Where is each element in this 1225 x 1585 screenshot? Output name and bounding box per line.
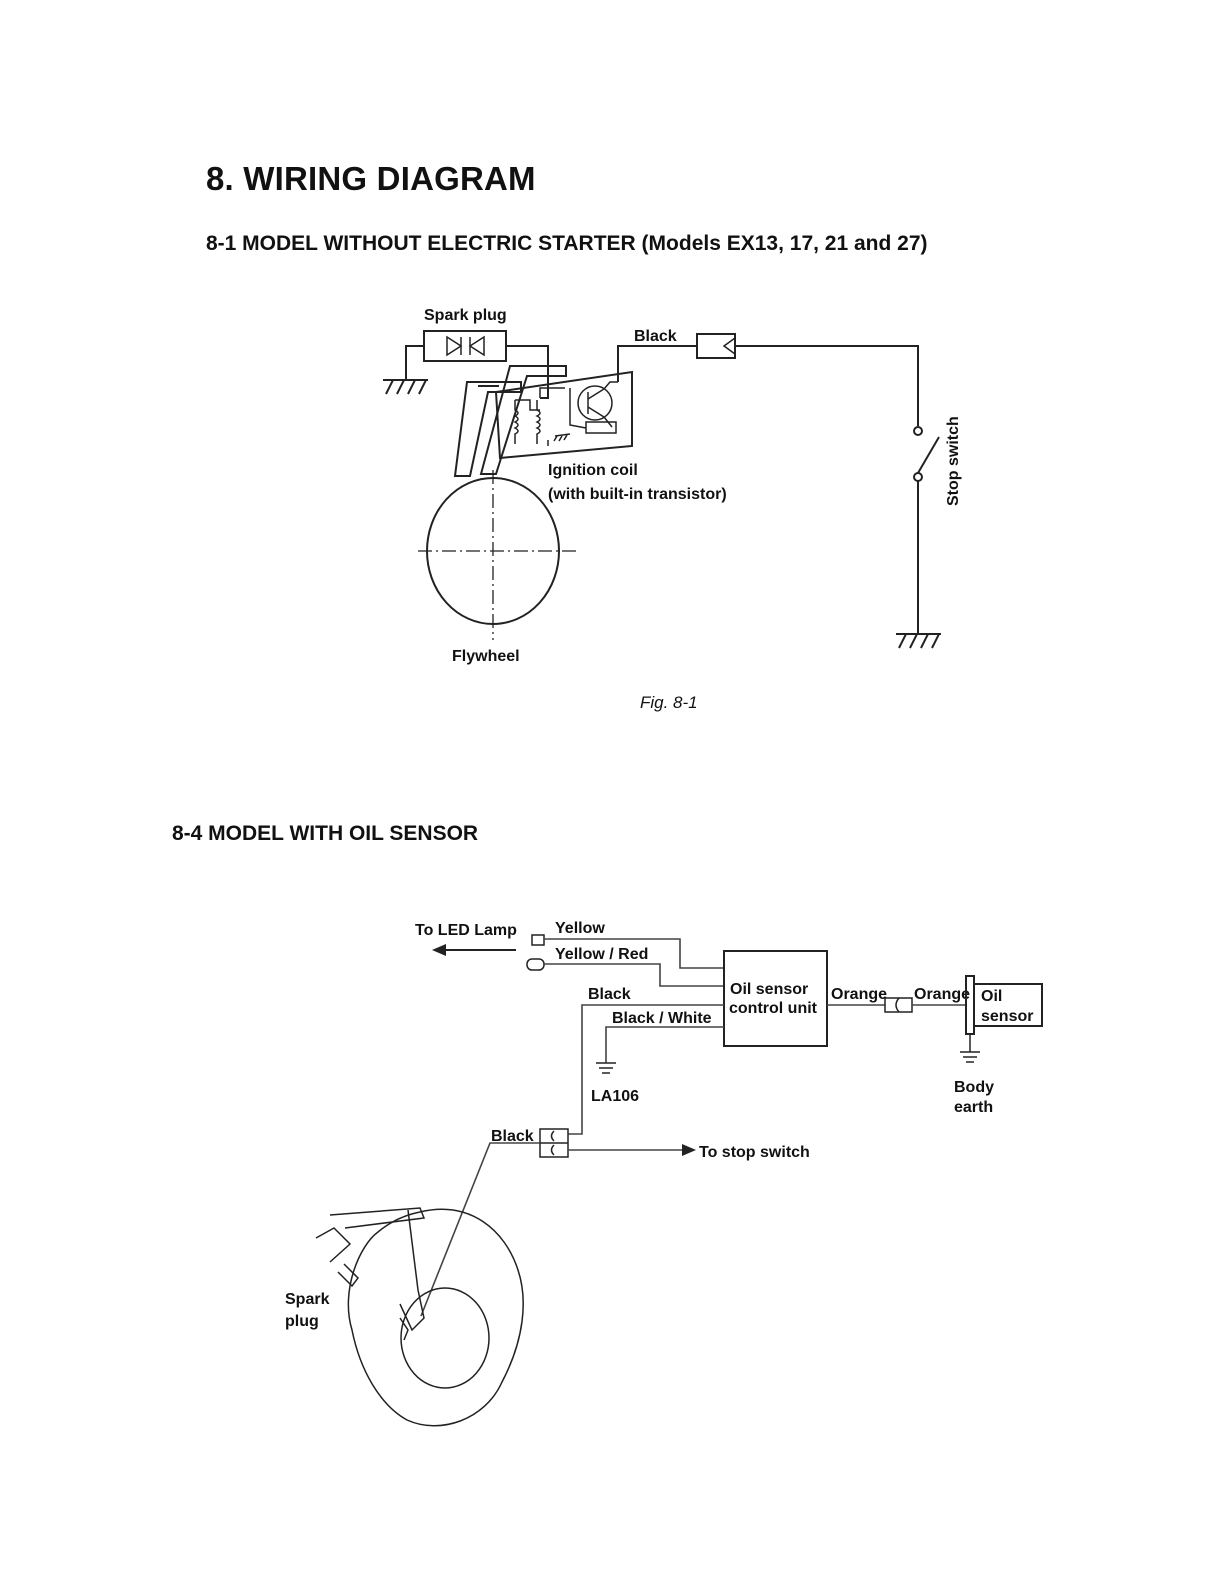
arrow-left-icon xyxy=(432,944,516,956)
control-unit-label: Oil sensor xyxy=(730,981,808,998)
arrow-right-icon xyxy=(682,1144,696,1156)
section-heading-8-1: 8-1 MODEL WITHOUT ELECTRIC STARTER (Mode… xyxy=(206,232,928,255)
spark-plug-label: Spark plug xyxy=(424,307,507,324)
spark-plug-symbol xyxy=(423,330,507,362)
to-led-lamp-label: To LED Lamp xyxy=(415,922,517,939)
spark-plug-sublabel: plug xyxy=(285,1313,319,1330)
wiring-diagram-8-4: To LED Lamp Yellow Yellow / Red Oil sens… xyxy=(285,920,1043,1427)
oil-sensor-sublabel: sensor xyxy=(981,1008,1033,1025)
ground-symbol-left xyxy=(383,379,428,395)
figure-caption: Fig. 8-1 xyxy=(640,693,698,712)
black-connector-label: Black xyxy=(491,1128,534,1145)
stop-switch-symbol xyxy=(913,426,940,482)
body-earth-label: Body xyxy=(954,1079,994,1096)
orange-wire-label-right: Orange xyxy=(914,986,970,1003)
led-connectors xyxy=(526,934,545,971)
flywheel xyxy=(418,470,576,640)
black-white-wire-label: Black / White xyxy=(612,1010,712,1027)
black-wire-label-top: Black xyxy=(588,986,631,1003)
ignition-coil-label: Ignition coil xyxy=(548,462,638,479)
yellow-red-wire-label: Yellow / Red xyxy=(555,946,648,963)
to-stop-switch-label: To stop switch xyxy=(699,1144,810,1161)
ignition-coil-sublabel: (with built-in transistor) xyxy=(548,486,727,503)
la106-label: LA106 xyxy=(591,1088,639,1105)
body-earth-sublabel: earth xyxy=(954,1099,993,1116)
oil-sensor xyxy=(960,975,1043,1063)
engine-flywheel xyxy=(315,1207,524,1427)
oil-sensor-label: Oil xyxy=(981,988,1002,1005)
ignition-coil xyxy=(494,370,633,460)
black-wire-label: Black xyxy=(634,328,677,345)
page-title: 8. WIRING DIAGRAM xyxy=(206,160,536,197)
yellow-wire-label: Yellow xyxy=(555,920,605,937)
oil-sensor-control-unit xyxy=(723,950,828,1047)
ground-symbol xyxy=(596,1062,616,1074)
black-connector xyxy=(539,1128,569,1158)
wiring-diagram-8-1: Spark plug Ignition coil (with xyxy=(383,307,962,665)
section-heading-8-4: 8-4 MODEL WITH OIL SENSOR xyxy=(172,822,479,845)
control-unit-sublabel: control unit xyxy=(729,1000,818,1017)
spark-plug-label: Spark xyxy=(285,1291,330,1308)
orange-wire-label-left: Orange xyxy=(831,986,887,1003)
connector xyxy=(696,333,736,359)
flywheel-label: Flywheel xyxy=(452,648,520,665)
ground-symbol-right xyxy=(896,633,941,649)
stop-switch-label: Stop switch xyxy=(945,416,962,506)
ignition-coil-core xyxy=(453,365,567,477)
orange-connector xyxy=(884,997,913,1013)
